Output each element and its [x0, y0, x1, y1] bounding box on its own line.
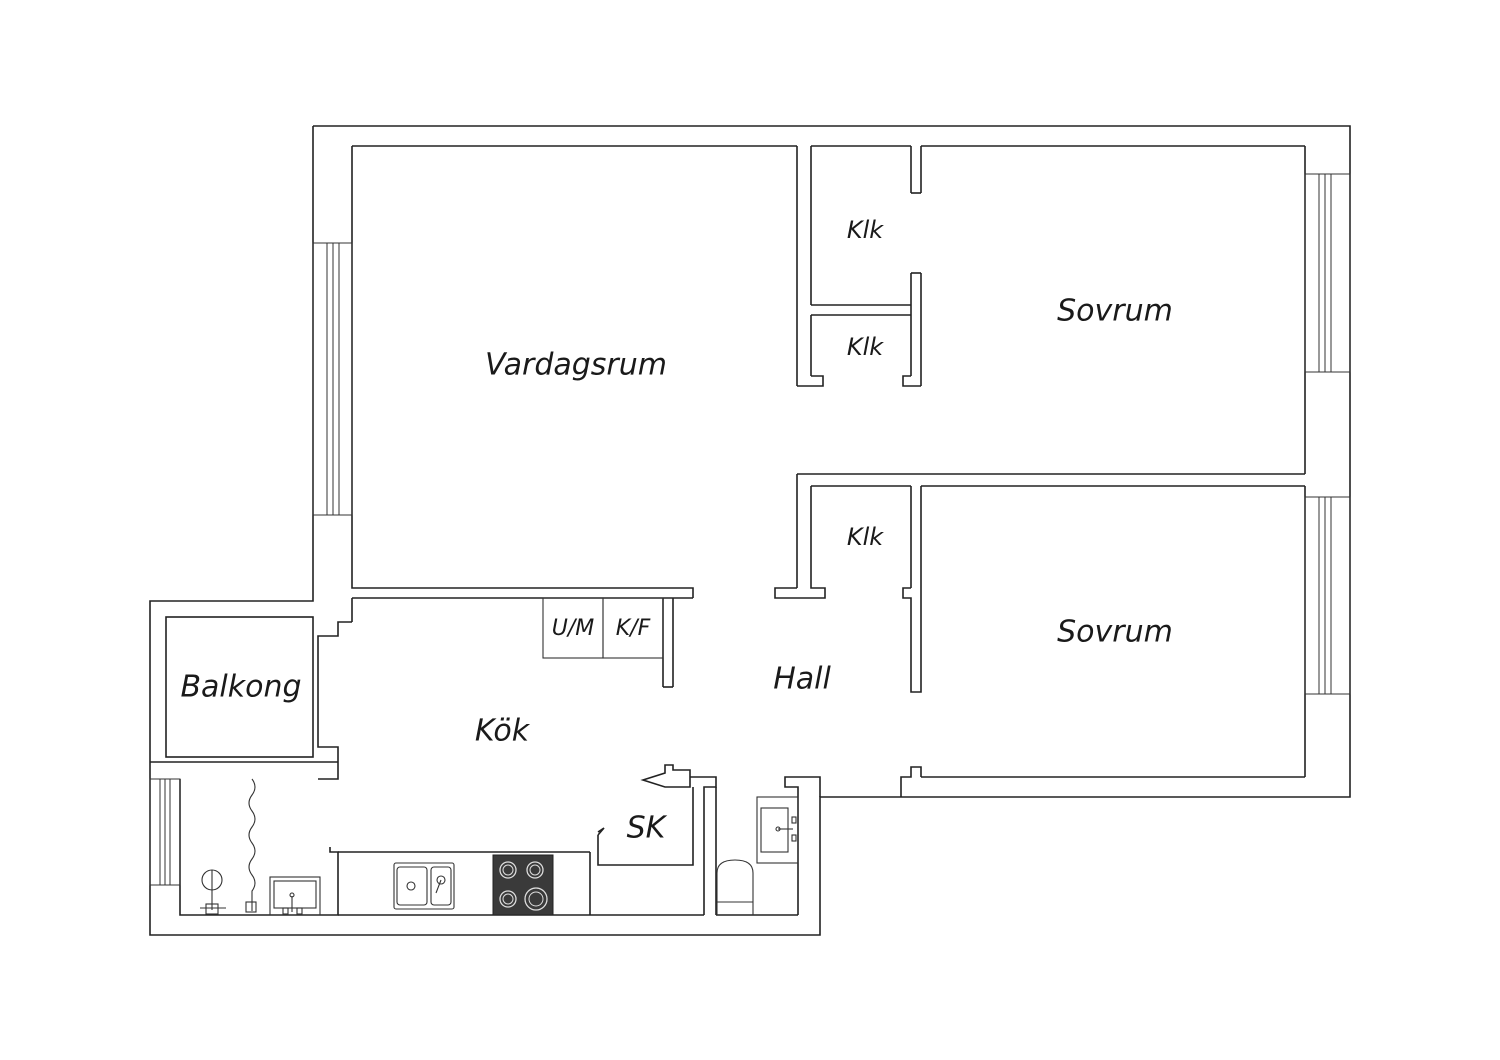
room-label-sovrum-2: Sovrum — [1057, 615, 1173, 650]
stove-icon — [492, 854, 554, 916]
appliance-um: U/M — [542, 597, 604, 659]
shower-icon — [200, 869, 226, 915]
washbasin-icon — [756, 796, 799, 864]
window-bathroom — [149, 778, 181, 886]
balcony — [165, 616, 314, 758]
appliance-kf: K/F — [602, 597, 664, 659]
room-label-klk-1: Klk — [847, 216, 884, 244]
room-label-klk-3: Klk — [847, 523, 884, 551]
room-label-sovrum-1: Sovrum — [1057, 294, 1173, 329]
appliance-kf-label: K/F — [616, 616, 651, 641]
window-sovrum-1 — [1304, 173, 1351, 373]
appliance-um-label: U/M — [552, 616, 595, 641]
room-label-vardagsrum: Vardagsrum — [485, 348, 667, 383]
window-vardagsrum — [312, 242, 353, 516]
room-label-klk-2: Klk — [847, 333, 884, 361]
room-label-sk: SK — [627, 811, 668, 846]
bathroom-sink-icon — [269, 876, 321, 916]
shower-curtain-icon — [245, 778, 257, 913]
kitchen-sink-icon — [393, 862, 455, 910]
windows — [149, 173, 1351, 886]
toilet-icon — [716, 859, 754, 915]
room-label-kok: Kök — [475, 714, 531, 749]
window-sovrum-2 — [1304, 496, 1351, 695]
room-label-hall: Hall — [773, 662, 831, 697]
outer-walls — [149, 125, 1351, 936]
room-label-balkong: Balkong — [180, 670, 301, 705]
